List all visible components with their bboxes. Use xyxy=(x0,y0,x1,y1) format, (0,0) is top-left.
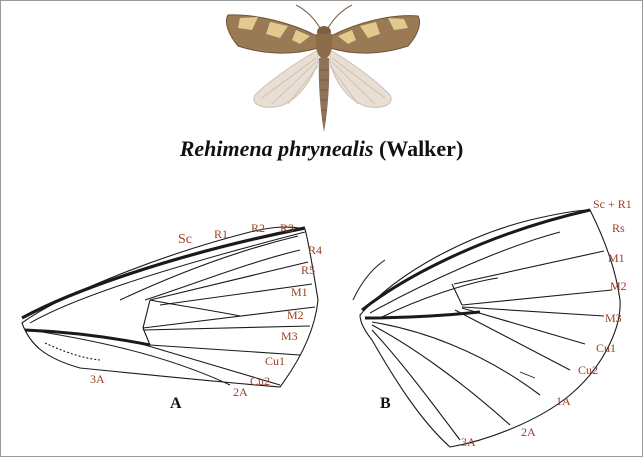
label-hw-1a: 1A xyxy=(556,394,571,408)
label-2a: 2A xyxy=(233,385,248,399)
label-rs: Rs xyxy=(612,221,625,235)
label-sc-r1: Sc + R1 xyxy=(593,197,632,211)
panel-label-b: B xyxy=(380,395,391,412)
label-r2: R2 xyxy=(251,221,265,235)
label-m1: M1 xyxy=(291,285,308,299)
moth-abdomen xyxy=(319,58,330,132)
label-r5: R5 xyxy=(301,263,315,277)
label-cu1: Cu1 xyxy=(265,354,285,368)
label-hw-m1: M1 xyxy=(608,251,625,265)
panel-label-a: A xyxy=(170,395,182,412)
label-r3: R3 xyxy=(280,221,294,235)
label-r4: R4 xyxy=(308,243,322,257)
label-hw-3a: 3A xyxy=(461,435,476,449)
label-hw-m3: M3 xyxy=(605,311,622,325)
label-hw-cu2: Cu2 xyxy=(578,363,598,377)
label-hw-2a: 2A xyxy=(521,425,536,439)
species-name: Rehimena phrynealis xyxy=(180,136,374,161)
label-r1: R1 xyxy=(214,227,228,241)
label-3a: 3A xyxy=(90,372,105,386)
label-sc: Sc xyxy=(178,232,192,247)
hindwing-diagram xyxy=(353,210,620,447)
label-hw-cu1: Cu1 xyxy=(596,341,616,355)
label-hw-m2: M2 xyxy=(610,279,627,293)
moth-photo xyxy=(226,5,419,132)
species-author: (Walker) xyxy=(379,136,463,161)
label-m3: M3 xyxy=(281,329,298,343)
label-m2: M2 xyxy=(287,308,304,322)
species-caption: Rehimena phrynealis (Walker) xyxy=(0,136,643,162)
label-cu2: Cu2 xyxy=(250,374,270,388)
